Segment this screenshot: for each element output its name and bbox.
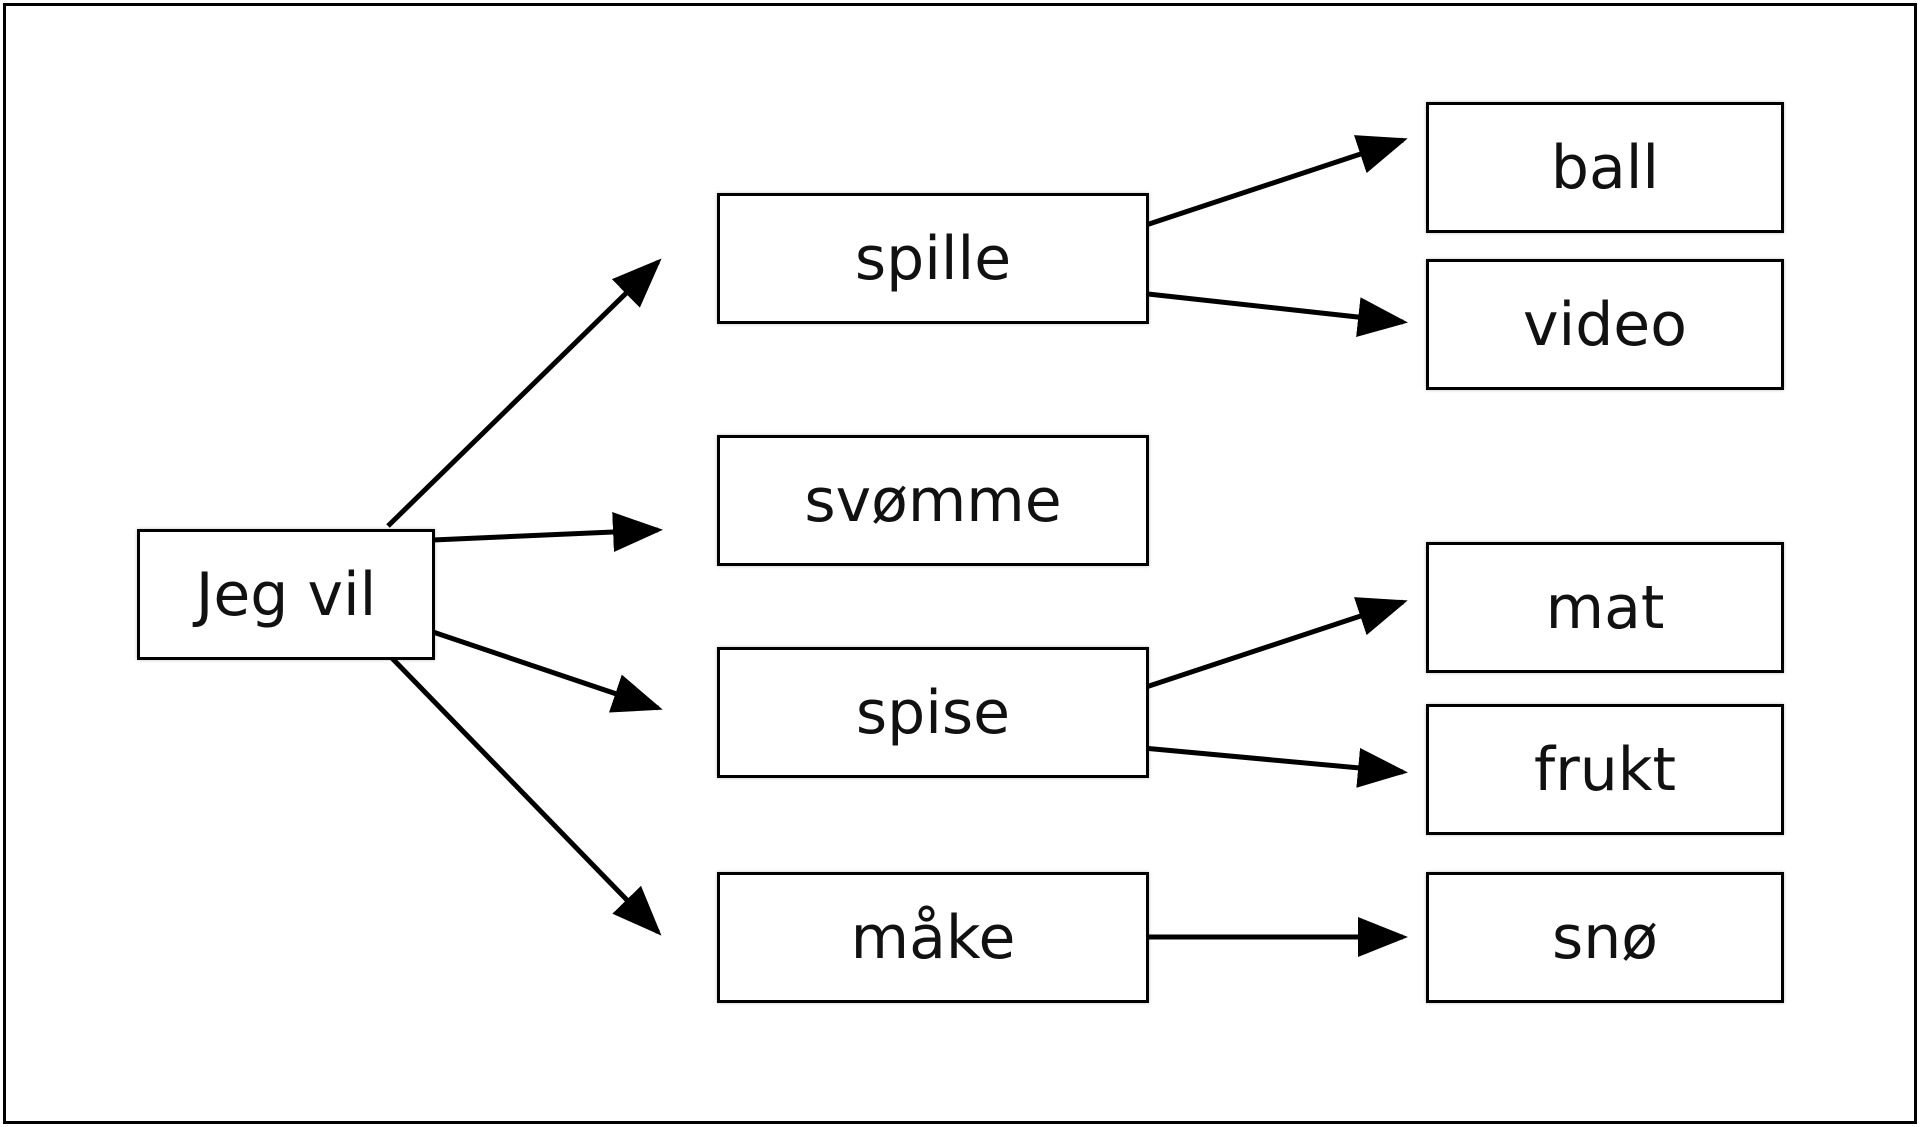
node-make: måke [717, 872, 1149, 1003]
node-label: ball [1550, 132, 1660, 203]
node-sno: snø [1426, 872, 1784, 1003]
node-label: måke [850, 902, 1016, 973]
node-spille: spille [717, 193, 1149, 324]
node-video: video [1426, 259, 1784, 390]
node-label: snø [1552, 902, 1658, 973]
node-label: svømme [804, 465, 1062, 536]
node-label: spise [855, 677, 1011, 748]
node-label: video [1523, 289, 1687, 360]
node-spise: spise [717, 647, 1149, 778]
node-label: frukt [1533, 734, 1677, 805]
node-jeg-vil: Jeg vil [137, 529, 435, 660]
node-label: Jeg vil [195, 559, 377, 630]
node-label: mat [1545, 572, 1665, 643]
node-svomme: svømme [717, 435, 1149, 566]
node-mat: mat [1426, 542, 1784, 673]
node-label: spille [854, 223, 1012, 294]
node-frukt: frukt [1426, 704, 1784, 835]
node-ball: ball [1426, 102, 1784, 233]
